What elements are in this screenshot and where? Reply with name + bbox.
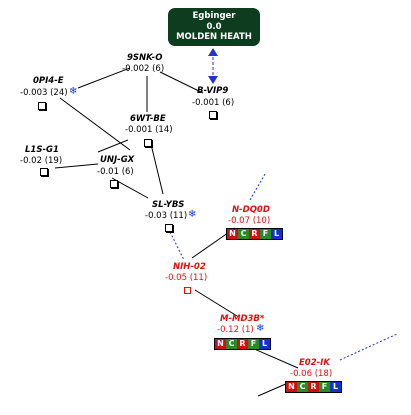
station-square-icon [38,102,46,110]
system-value-m-md3b: -0.12 (1) [217,325,254,335]
link-0pi4-6wt [59,97,131,151]
station-square-icon [184,287,191,294]
badge-letter: C [226,339,237,349]
system-value-0pi4-e: -0.003 (24) [20,88,68,98]
link-e02ik-offmap [257,382,289,397]
system-name-nih-02[interactable]: NIH-02 [173,262,206,272]
snowflake-icon: ❄ [256,323,265,334]
station-square-icon [144,139,152,147]
link-mmd3b-e02ik [251,347,299,369]
arrow-down-icon [208,76,218,84]
station-square-icon [40,168,48,176]
system-name-6wt-be[interactable]: 6WT-BE [130,114,166,124]
badge-letter: L [330,382,341,392]
link-ndq0d-offmap [249,173,266,201]
badge-letter: C [238,229,249,239]
current-system-box[interactable]: Egbinger 0.0 MOLDEN HEATH [168,8,260,46]
system-name-unj-gx[interactable]: UNJ-GX [100,155,135,165]
badge-letter: L [259,339,270,349]
badge-letter: F [248,339,259,349]
current-system-name: Egbinger [192,11,236,21]
system-name-0pi4-e[interactable]: 0PI4-E [33,76,64,86]
link-9snk-bvip9 [159,71,204,94]
link-6wt-slybs [149,139,164,195]
system-name-m-md3b[interactable]: M-MD3B* [220,314,265,324]
link-6wt-unj [97,139,129,153]
station-square-icon [209,111,217,119]
link-nih02-mmd3b [194,289,238,317]
system-services-badge: N C R F L [214,338,271,350]
badge-letter: F [319,382,330,392]
system-services-badge: N C R F L [285,381,342,393]
system-value-e02-ik: -0.06 (18) [290,369,333,379]
badge-letter: N [286,382,297,392]
badge-letter: R [237,339,248,349]
system-value-6wt-be: -0.001 (14) [125,125,173,135]
link-slybs-nih02 [169,231,185,261]
system-value-l1s-g1: -0.02 (19) [20,156,63,166]
link-l1s-unj [54,163,99,169]
system-name-9snk-o[interactable]: 9SNK-O [127,53,163,63]
current-system-value: 0.0 [206,21,222,32]
system-name-l1s-g1[interactable]: L1S-G1 [25,145,59,155]
badge-letter: N [227,229,238,239]
snowflake-icon: ❄ [188,209,197,220]
system-value-9snk-o: -0.002 (6) [122,64,165,74]
system-value-nih-02: -0.05 (11) [165,273,208,283]
system-name-b-vip9[interactable]: B-VIP9 [197,86,229,96]
system-value-sl-ybs: -0.03 (11) [145,211,188,221]
system-value-n-dq0d: -0.07 (10) [228,216,271,226]
system-name-n-dq0d[interactable]: N-DQ0D [232,205,270,215]
link-unj-slybs [111,177,149,199]
badge-letter: R [249,229,260,239]
current-system-place: MOLDEN HEATH [176,32,252,42]
system-value-unj-gx: -0.01 (6) [97,167,134,177]
snowflake-icon: ❄ [69,86,78,97]
system-name-sl-ybs[interactable]: SL-YBS [152,200,185,210]
system-value-b-vip9: -0.001 (6) [192,98,235,108]
system-name-e02-ik[interactable]: E02-IK [299,358,330,368]
station-square-icon [110,180,118,188]
station-square-icon [165,224,173,232]
badge-letter: N [215,339,226,349]
system-services-badge: N C R F L [226,228,283,240]
link-e02ik-offmap-east [339,333,398,361]
badge-letter: L [271,229,282,239]
badge-letter: C [297,382,308,392]
arrow-up-icon [208,48,218,56]
badge-letter: F [260,229,271,239]
badge-letter: R [308,382,319,392]
link-0pi4-9snk [77,67,131,89]
